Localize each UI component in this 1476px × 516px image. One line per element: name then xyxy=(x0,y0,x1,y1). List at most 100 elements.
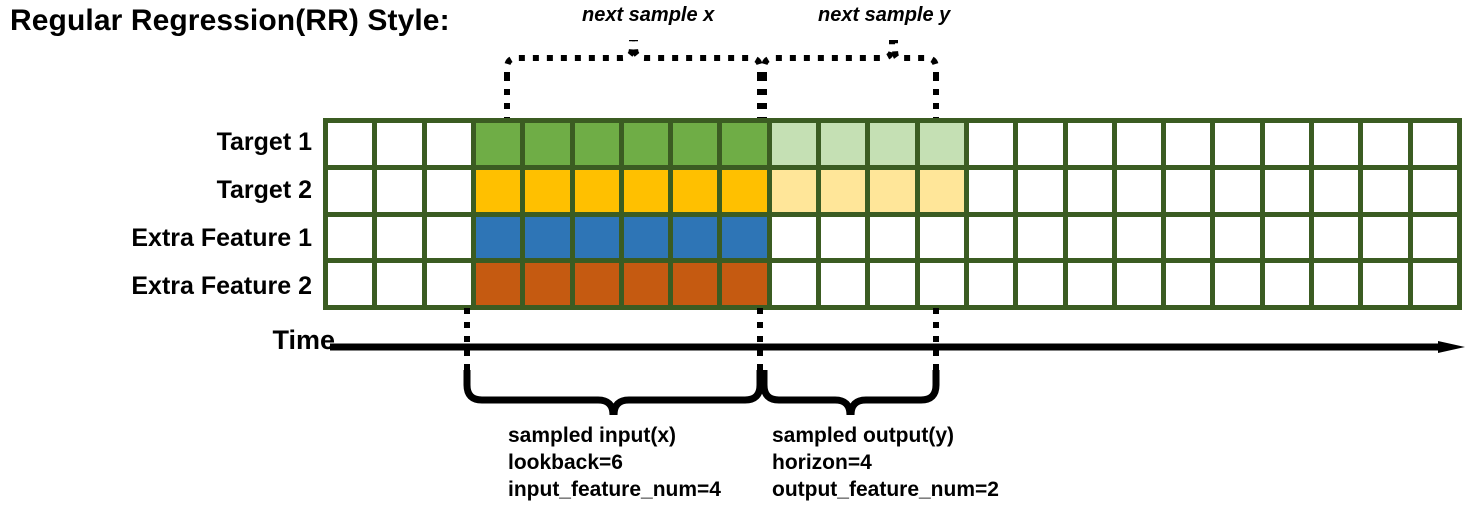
grid-cell-r4-c16 xyxy=(1067,263,1112,305)
sampled-input-line-1: sampled input(x) xyxy=(508,424,677,447)
grid-cell-r4-c8 xyxy=(673,263,718,305)
grid-cell-r1-c18 xyxy=(1166,123,1211,165)
grid-cell-r4-c1 xyxy=(328,263,373,305)
grid-cell-r3-c12 xyxy=(870,216,915,259)
grid-cell-r3-c11 xyxy=(821,216,866,259)
grid-cell-r4-c5 xyxy=(525,263,570,305)
grid-cell-r1-c13 xyxy=(919,123,964,165)
grid-cell-r3-c21 xyxy=(1314,216,1359,259)
grid-cell-r3-c15 xyxy=(1018,216,1063,259)
grid-cell-r4-c4 xyxy=(475,263,521,305)
sampled-output-caption: sampled output(y) horizon=4 output_featu… xyxy=(772,422,999,503)
grid-cell-r1-c6 xyxy=(574,123,619,165)
grid-cell-r2-c22 xyxy=(1363,169,1408,212)
grid-cell-r4-c7 xyxy=(623,263,669,305)
row-label-extra-feature-2: Extra Feature 2 xyxy=(131,272,312,300)
grid-cell-r3-c19 xyxy=(1215,216,1260,259)
grid-cell-r1-c20 xyxy=(1264,123,1310,165)
grid-cell-r3-c13 xyxy=(919,216,964,259)
sampled-output-line-3: output_feature_num=2 xyxy=(772,478,999,501)
grid-cell-r1-c16 xyxy=(1067,123,1112,165)
grid-cell-r1-c8 xyxy=(673,123,718,165)
row-label-target-1: Target 1 xyxy=(216,128,312,156)
grid-cell-r2-c11 xyxy=(821,169,866,212)
next-sample-y-label: next sample y xyxy=(818,4,951,26)
grid-cell-r2-c20 xyxy=(1264,169,1310,212)
grid-cell-r2-c21 xyxy=(1314,169,1359,212)
grid-cell-r2-c13 xyxy=(919,169,964,212)
grid-cell-r3-c5 xyxy=(525,216,570,259)
grid-cell-r2-c15 xyxy=(1018,169,1063,212)
grid-cell-r2-c9 xyxy=(722,169,767,212)
grid-cell-r3-c10 xyxy=(771,216,817,259)
sampled-input-caption: sampled input(x) lookback=6 input_featur… xyxy=(508,422,721,503)
grid-cell-r1-c4 xyxy=(475,123,521,165)
grid-cell-r3-c22 xyxy=(1363,216,1408,259)
grid-cell-r3-c4 xyxy=(475,216,521,259)
time-axis-label: Time xyxy=(272,325,335,355)
grid-cell-r2-c10 xyxy=(771,169,817,212)
grid-cell-r3-c17 xyxy=(1116,216,1162,259)
next-sample-x-label: next sample x xyxy=(582,4,715,26)
sampled-input-line-2: lookback=6 xyxy=(508,451,623,474)
grid-cell-r2-c2 xyxy=(377,169,422,212)
grid-cell-r1-c14 xyxy=(968,123,1014,165)
grid-cell-r2-c5 xyxy=(525,169,570,212)
grid-cell-r4-c11 xyxy=(821,263,866,305)
grid-cell-r4-c14 xyxy=(968,263,1014,305)
grid-cell-r1-c12 xyxy=(870,123,915,165)
grid-cell-r3-c14 xyxy=(968,216,1014,259)
grid-cell-r2-c14 xyxy=(968,169,1014,212)
grid-cell-r2-c4 xyxy=(475,169,521,212)
grid-cell-r1-c10 xyxy=(771,123,817,165)
grid-cell-r3-c6 xyxy=(574,216,619,259)
grid-cell-r3-c23 xyxy=(1412,216,1457,259)
grid-cell-r1-c19 xyxy=(1215,123,1260,165)
grid-cell-r1-c5 xyxy=(525,123,570,165)
grid-cell-r1-c15 xyxy=(1018,123,1063,165)
grid-cell-r3-c3 xyxy=(426,216,471,259)
grid-cell-r4-c23 xyxy=(1412,263,1457,305)
grid-cell-r4-c15 xyxy=(1018,263,1063,305)
grid-cell-r4-c3 xyxy=(426,263,471,305)
grid-cell-r4-c20 xyxy=(1264,263,1310,305)
timeline-grid xyxy=(323,118,1462,310)
grid-cell-r4-c22 xyxy=(1363,263,1408,305)
grid-cell-r1-c22 xyxy=(1363,123,1408,165)
sampled-output-line-2: horizon=4 xyxy=(772,451,872,474)
grid-cell-r2-c17 xyxy=(1116,169,1162,212)
grid-cell-r4-c13 xyxy=(919,263,964,305)
grid-cell-r1-c9 xyxy=(722,123,767,165)
row-label-target-2: Target 2 xyxy=(216,176,312,204)
grid-cell-r2-c18 xyxy=(1166,169,1211,212)
grid-cell-r3-c16 xyxy=(1067,216,1112,259)
grid-cell-r3-c7 xyxy=(623,216,669,259)
grid-cell-r1-c21 xyxy=(1314,123,1359,165)
row-label-column: Target 1 Target 2 Extra Feature 1 Extra … xyxy=(0,118,312,310)
sampled-output-line-1: sampled output(y) xyxy=(772,424,954,447)
grid-cell-r3-c8 xyxy=(673,216,718,259)
grid-cell-r1-c3 xyxy=(426,123,471,165)
grid-cell-r4-c21 xyxy=(1314,263,1359,305)
page-title: Regular Regression(RR) Style: xyxy=(10,4,450,37)
grid-cell-r2-c7 xyxy=(623,169,669,212)
grid-cell-r3-c18 xyxy=(1166,216,1211,259)
grid-cell-r2-c16 xyxy=(1067,169,1112,212)
grid-cell-r1-c2 xyxy=(377,123,422,165)
grid-cell-r4-c18 xyxy=(1166,263,1211,305)
grid-cell-r3-c2 xyxy=(377,216,422,259)
grid-cell-r4-c12 xyxy=(870,263,915,305)
time-axis-arrow xyxy=(330,341,1465,353)
grid-cell-r4-c19 xyxy=(1215,263,1260,305)
grid-cell-r2-c8 xyxy=(673,169,718,212)
grid-cell-r1-c1 xyxy=(328,123,373,165)
grid-cell-r3-c1 xyxy=(328,216,373,259)
grid-cell-r1-c7 xyxy=(623,123,669,165)
grid-cell-r4-c17 xyxy=(1116,263,1162,305)
grid-cell-r1-c23 xyxy=(1412,123,1457,165)
grid-cell-r4-c6 xyxy=(574,263,619,305)
sampled-input-line-3: input_feature_num=4 xyxy=(508,478,721,501)
grid-cell-r2-c1 xyxy=(328,169,373,212)
grid-cell-r2-c12 xyxy=(870,169,915,212)
grid-cell-r4-c2 xyxy=(377,263,422,305)
